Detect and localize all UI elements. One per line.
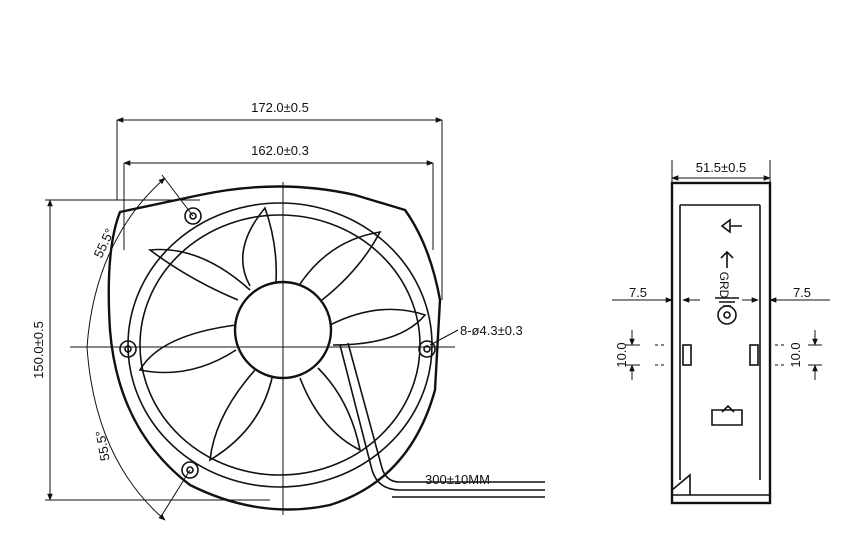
fan-inner-ring [139,214,421,476]
dim-height: 150.0±0.5 [31,321,46,379]
dim-depth: 51.5±0.5 [696,160,747,175]
mounting-holes [119,207,436,479]
fan-cable [339,342,545,498]
dim-inner-width: 162.0±0.3 [251,143,309,158]
cable-length: 300±10MM [425,472,490,487]
side-screw [717,305,737,325]
ground-icon [715,297,739,307]
hole-callout: 8-ø4.3±0.3 [460,323,523,338]
dim-offset-right: 7.5 [793,285,811,300]
ground-label: GRD [717,272,731,299]
dim-slot-right: 10.0 [788,342,803,367]
connector-icon [711,404,743,426]
angle-bottom: 55.5° [93,429,113,462]
fan-blades [138,206,427,462]
side-frame [670,181,772,505]
front-view: 172.0±0.5 162.0±0.3 150.0±0.5 55.5° 55.5… [31,100,545,521]
fan-ring [127,202,433,488]
dim-slot-left: 10.0 [614,342,629,367]
fan-housing [107,185,442,511]
side-view: GRD 51.5±0.5 7.5 7.5 10.0 10.0 [612,160,830,505]
dim-outer-width: 172.0±0.5 [251,100,309,115]
rotation-arrow-icon [720,250,734,268]
airflow-arrow-icon [720,218,742,234]
dim-offset-left: 7.5 [629,285,647,300]
